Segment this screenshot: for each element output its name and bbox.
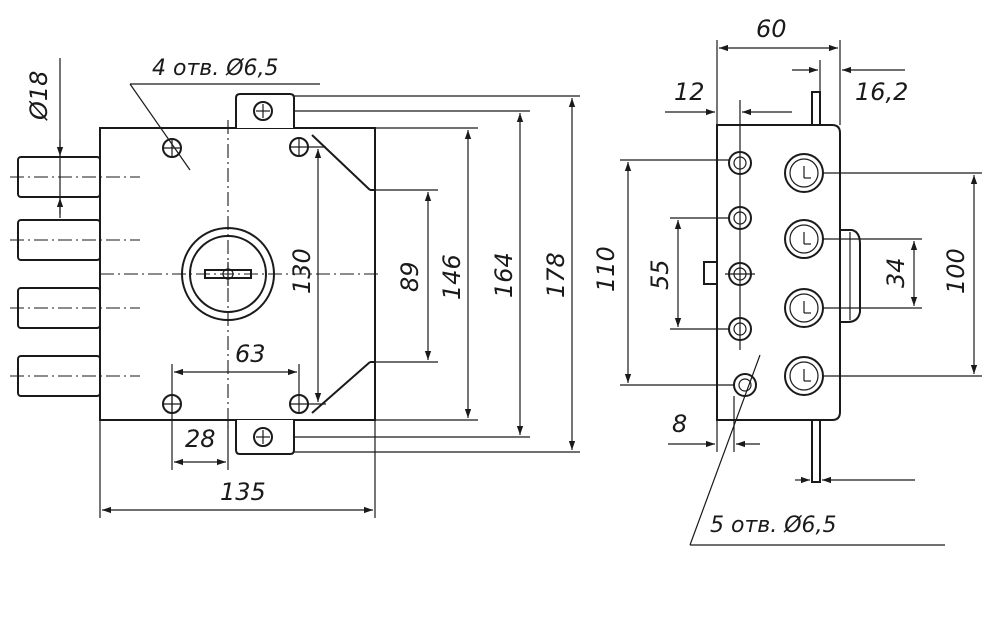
- key-cylinder: [181, 227, 275, 321]
- dim-89: 89: [396, 261, 424, 292]
- bolt-diameter-label: Ø18: [25, 71, 53, 121]
- bolt-ends: [784, 153, 824, 396]
- holes-note-front: 4 отв. Ø6,5: [152, 56, 279, 81]
- dim-100: 100: [942, 248, 970, 294]
- dim-16-2: 16,2: [855, 78, 908, 106]
- dim-164: 164: [490, 252, 518, 298]
- dim-130: 130: [288, 248, 316, 294]
- dim-60: 60: [756, 15, 787, 43]
- front-view: 4 отв. Ø6,5 Ø18 130 89 146 164 178: [10, 56, 580, 518]
- dim-110: 110: [592, 246, 620, 292]
- dim-55: 55: [646, 259, 674, 290]
- dim-8: 8: [672, 410, 687, 438]
- dim-34: 34: [882, 257, 910, 288]
- dim-63: 63: [235, 340, 266, 368]
- faceplate: [716, 124, 841, 421]
- side-block: [703, 261, 718, 285]
- dim-135: 135: [220, 478, 266, 506]
- mounting-tab-bottom: [235, 420, 295, 455]
- holes-leader: [129, 83, 191, 171]
- dim-178: 178: [542, 252, 570, 298]
- side-latch: [840, 229, 861, 323]
- dim-146: 146: [438, 254, 466, 300]
- bolts: [10, 156, 140, 397]
- plate-tab-bottom: [811, 419, 821, 483]
- plate-tab-top: [811, 91, 821, 126]
- holes-note-side: 5 отв. Ø6,5: [710, 513, 837, 538]
- dim-28: 28: [185, 425, 216, 453]
- side-view: 60 12 16,2 110 55 34 100: [592, 15, 982, 546]
- lock-body: [99, 127, 376, 421]
- dim-12: 12: [674, 78, 705, 106]
- mounting-tab-top: [235, 93, 295, 128]
- holes-leader-side: [689, 354, 761, 546]
- side-holes: [725, 100, 757, 397]
